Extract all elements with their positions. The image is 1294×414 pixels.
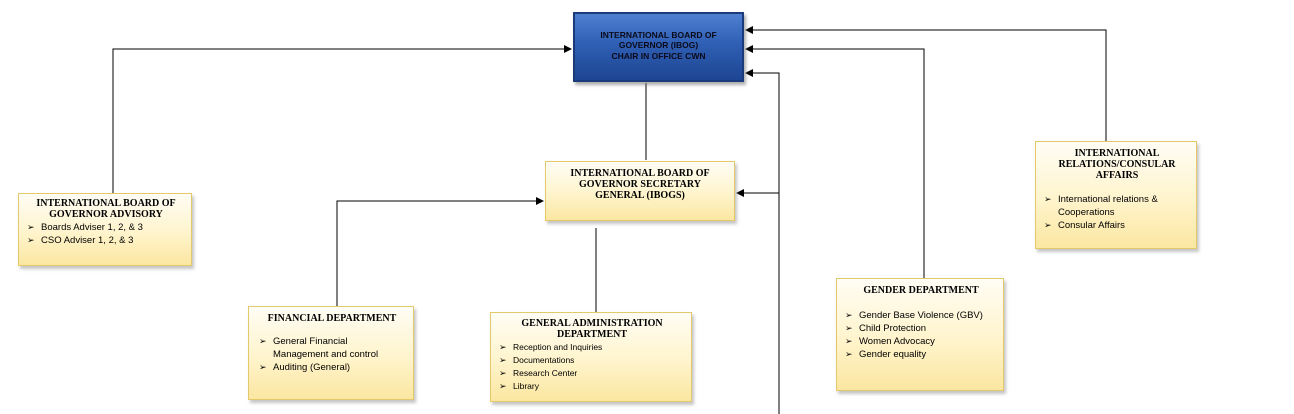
connector-financial-to-secretary	[336, 197, 544, 306]
arrow-bullet-icon: ➢	[259, 336, 267, 346]
arrow-bullet-icon: ➢	[845, 349, 853, 359]
arrow-bullet-icon: ➢	[499, 368, 507, 378]
arrow-bullet-icon: ➢	[27, 222, 35, 232]
general-administration-list: ➢Reception and Inquiries ➢Documentations…	[499, 341, 685, 393]
financial-department-title: FINANCIAL DEPARTMENT	[267, 313, 397, 324]
financial-list: ➢General Financial Management and contro…	[259, 335, 405, 374]
chair-box: INTERNATIONAL BOARD OF GOVERNOR (IBOG) C…	[573, 12, 744, 82]
arrow-bullet-icon: ➢	[499, 355, 507, 365]
connector-relations-to-chair	[745, 26, 1107, 141]
arrow-bullet-icon: ➢	[499, 381, 507, 391]
arrow-bullet-icon: ➢	[259, 362, 267, 372]
advisory-title: INTERNATIONAL BOARD OF GOVERNOR ADVISORY	[36, 198, 176, 220]
arrow-bullet-icon: ➢	[1044, 194, 1052, 204]
list-item: ➢CSO Adviser 1, 2, & 3	[27, 235, 134, 246]
list-item: ➢Reception and Inquiries	[499, 342, 603, 352]
arrow-bullet-icon: ➢	[1044, 220, 1052, 230]
advisory-list: ➢Boards Adviser 1, 2, & 3 ➢CSO Adviser 1…	[27, 221, 185, 247]
general-administration-title: GENERAL ADMINISTRATION DEPARTMENT	[521, 318, 663, 340]
list-item: ➢Documentations	[499, 355, 575, 365]
list-item: ➢International relations & Cooperations	[1044, 194, 1158, 218]
advisory-box: INTERNATIONAL BOARD OF GOVERNOR ADVISORY…	[18, 193, 192, 266]
list-item: ➢Consular Affairs	[1044, 220, 1125, 231]
list-item: ➢Women Advocacy	[845, 336, 935, 347]
international-relations-box: INTERNATIONAL RELATIONS/CONSULAR AFFAIRS…	[1035, 141, 1197, 249]
financial-department-box: FINANCIAL DEPARTMENT ➢General Financial …	[248, 306, 414, 400]
list-item: ➢Gender Base Violence (GBV)	[845, 310, 983, 321]
gender-department-list: ➢Gender Base Violence (GBV) ➢Child Prote…	[845, 309, 997, 361]
arrow-bullet-icon: ➢	[499, 342, 507, 352]
list-item: ➢General Financial Management and contro…	[259, 336, 379, 360]
chair-title: INTERNATIONAL BOARD OF GOVERNOR (IBOG) C…	[600, 29, 717, 61]
arrow-bullet-icon: ➢	[845, 323, 853, 333]
connector-bottom-to-chair	[745, 69, 780, 414]
arrow-bullet-icon: ➢	[845, 310, 853, 320]
arrow-bullet-icon: ➢	[845, 336, 853, 346]
gender-department-box: GENDER DEPARTMENT ➢Gender Base Violence …	[836, 278, 1004, 391]
gender-department-title: GENDER DEPARTMENT	[863, 285, 979, 296]
list-item: ➢Boards Adviser 1, 2, & 3	[27, 222, 143, 233]
international-relations-list: ➢International relations & Cooperations …	[1044, 193, 1190, 232]
connector-advisory-to-chair	[112, 45, 572, 193]
list-item: ➢Child Protection	[845, 323, 927, 334]
international-relations-title: INTERNATIONAL RELATIONS/CONSULAR AFFAIRS	[1058, 148, 1176, 181]
arrow-bullet-icon: ➢	[27, 235, 35, 245]
secretary-general-title: INTERNATIONAL BOARD OF GOVERNOR SECRETAR…	[570, 168, 710, 201]
general-administration-box: GENERAL ADMINISTRATION DEPARTMENT ➢Recep…	[490, 312, 692, 402]
connector-gender-to-chair	[745, 45, 925, 278]
secretary-general-box: INTERNATIONAL BOARD OF GOVERNOR SECRETAR…	[545, 161, 735, 221]
list-item: ➢Gender equality	[845, 349, 927, 360]
list-item: ➢Research Center	[499, 368, 578, 378]
list-item: ➢Library	[499, 381, 539, 391]
list-item: ➢Auditing (General)	[259, 362, 351, 373]
